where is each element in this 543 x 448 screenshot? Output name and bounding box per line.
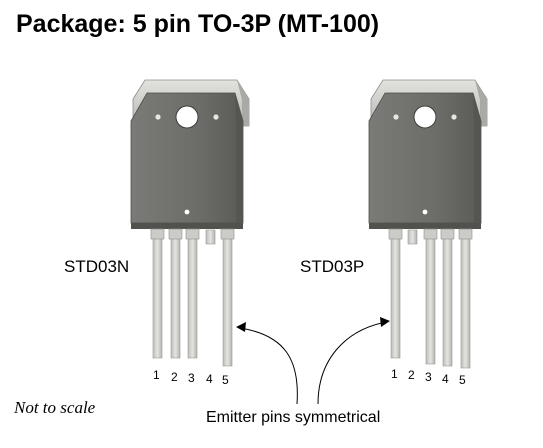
- std03n-pin-number-5: 5: [222, 373, 229, 387]
- emitter-label: Emitter pins symmetrical: [206, 409, 381, 426]
- arrow-to-std03n-pin-5: [239, 327, 298, 405]
- std03p-pin-2: [407, 229, 418, 245]
- std03p-pin-number-4: 4: [442, 372, 449, 386]
- std03n-pin-4: [205, 229, 216, 245]
- std03p-pin-number-2: 2: [408, 368, 415, 382]
- part-label-std03n: STD03N: [64, 257, 130, 276]
- std03n-pin-number-1: 1: [153, 368, 160, 382]
- arrow-to-std03p-pin-1: [317, 321, 387, 405]
- package-title: Package: 5 pin TO-3P (MT-100): [16, 10, 380, 38]
- std03n-package: 1 2 3 4 5: [130, 79, 250, 387]
- std03p-package: 1 2 3 4 5: [368, 79, 488, 387]
- std03n-pin-5: [222, 229, 233, 367]
- std03n-pin-number-4: 4: [206, 372, 213, 386]
- std03p-pin-number-1: 1: [391, 367, 398, 381]
- part-label-std03p: STD03P: [300, 257, 365, 276]
- std03n-pin-2: [170, 229, 181, 359]
- std03p-mounting-hole: [413, 105, 437, 129]
- std03p-pin-number-5: 5: [459, 373, 466, 387]
- arrow-head-left: [236, 322, 246, 332]
- std03n-pin-number-3: 3: [188, 371, 195, 385]
- std03p-pin-4: [442, 229, 453, 367]
- emitter-callout-arrows: [239, 321, 387, 405]
- std03p-pin-5: [460, 229, 471, 369]
- std03p-pin-number-3: 3: [425, 370, 432, 384]
- std03n-pin-3: [187, 229, 198, 359]
- std03n-mounting-hole: [175, 105, 199, 129]
- std03p-pin-3: [425, 229, 436, 365]
- arrow-head-right: [380, 317, 390, 327]
- std03n-pin-1: [152, 229, 163, 359]
- std03p-pin-1: [390, 229, 401, 359]
- std03n-pin-number-2: 2: [171, 370, 178, 384]
- scale-note: Not to scale: [14, 398, 96, 417]
